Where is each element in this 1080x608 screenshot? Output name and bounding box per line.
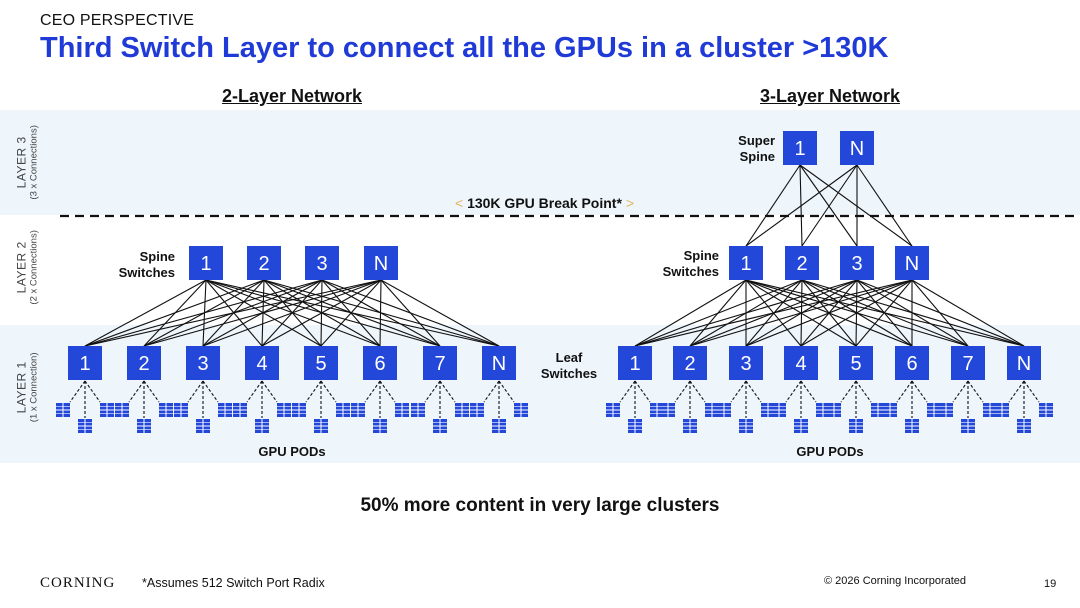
three-layer-gpu-pod-2 (661, 380, 719, 433)
two-layer-spine-1: 1 (189, 246, 223, 280)
three-layer-gpu-pod-8 (995, 380, 1053, 433)
three-layer-leaf-4: 4 (784, 346, 818, 380)
svg-text:1: 1 (794, 138, 805, 160)
svg-text:3: 3 (316, 253, 327, 275)
two-layer-leaf-1: 1 (68, 346, 102, 380)
two-layer-gpu-pod-3 (174, 380, 232, 433)
three-layer-leaf-1: 1 (618, 346, 652, 380)
svg-text:6: 6 (906, 353, 917, 375)
svg-text:1: 1 (200, 253, 211, 275)
summary-text: 50% more content in very large clusters (360, 495, 720, 516)
connection-lines (60, 164, 1080, 347)
svg-text:1: 1 (79, 353, 90, 375)
two-layer-leaf-2: 2 (127, 346, 161, 380)
three-layer-pods-label: GPU PODs (796, 444, 863, 459)
two-layer-leaf-5: 5 (304, 346, 338, 380)
three-layer-spine-2: 2 (785, 246, 819, 280)
svg-text:N: N (374, 253, 388, 275)
svg-text:4: 4 (256, 353, 267, 375)
three-layer-leaf-3: 3 (729, 346, 763, 380)
slide-title: Third Switch Layer to connect all the GP… (40, 32, 889, 64)
two-layer-title: 2-Layer Network (221, 86, 363, 106)
two-layer-spine-4: N (364, 246, 398, 280)
corning-logo: CORNING (40, 575, 116, 591)
svg-text:1: 1 (740, 253, 751, 275)
three-layer-gpu-pod-6 (883, 380, 941, 433)
layer3-band (0, 110, 1080, 215)
svg-text:2: 2 (138, 353, 149, 375)
page-number: 19 (1044, 578, 1057, 590)
three-layer-title: 3-Layer Network (759, 86, 901, 106)
svg-text:5: 5 (315, 353, 326, 375)
three-layer-spine-1: 1 (729, 246, 763, 280)
two-layer-gpu-pod-8 (470, 380, 528, 433)
three-layer-gpu-pod-7 (939, 380, 997, 433)
two-layer-gpu-pod-5 (292, 380, 350, 433)
footnote: *Assumes 512 Switch Port Radix (142, 576, 325, 590)
two-layer-leaf-7: 7 (423, 346, 457, 380)
svg-text:N: N (1017, 353, 1031, 375)
three-layer-gpu-pod-1 (606, 380, 664, 433)
svg-text:5: 5 (850, 353, 861, 375)
svg-text:N: N (492, 353, 506, 375)
svg-text:4: 4 (795, 353, 806, 375)
svg-text:2: 2 (684, 353, 695, 375)
svg-text:3: 3 (197, 353, 208, 375)
svg-text:7: 7 (434, 353, 445, 375)
two-layer-leaf-3: 3 (186, 346, 220, 380)
three-layer-leaf-8: N (1007, 346, 1041, 380)
three-layer-leaf-5: 5 (839, 346, 873, 380)
two-layer-leaf-8: N (482, 346, 516, 380)
two-layer-leaf-6: 6 (363, 346, 397, 380)
svg-text:2: 2 (258, 253, 269, 275)
three-layer-leaf-7: 7 (951, 346, 985, 380)
svg-text:6: 6 (374, 353, 385, 375)
two-layer-gpu-pod-1 (56, 380, 114, 433)
three-layer-leaf-2: 2 (673, 346, 707, 380)
svg-text:3: 3 (851, 253, 862, 275)
two-layer-spine-3: 3 (305, 246, 339, 280)
svg-text:N: N (905, 253, 919, 275)
svg-text:1: 1 (629, 353, 640, 375)
two-layer-spine-2: 2 (247, 246, 281, 280)
svg-text:3: 3 (740, 353, 751, 375)
super-spine-2: N (840, 131, 874, 165)
two-layer-leaf-4: 4 (245, 346, 279, 380)
three-layer-spine-3: 3 (840, 246, 874, 280)
two-layer-gpu-pod-4 (233, 380, 291, 433)
two-layer-gpu-pod-6 (351, 380, 409, 433)
kicker: CEO PERSPECTIVE (40, 12, 195, 29)
super-spine-1: 1 (783, 131, 817, 165)
three-layer-gpu-pod-4 (772, 380, 830, 433)
three-layer-leaf-6: 6 (895, 346, 929, 380)
gpu-pods (56, 380, 1053, 433)
two-layer-pods-label: GPU PODs (258, 444, 325, 459)
svg-text:N: N (850, 138, 864, 160)
two-layer-gpu-pod-7 (411, 380, 469, 433)
three-layer-spine-4: N (895, 246, 929, 280)
svg-text:7: 7 (962, 353, 973, 375)
svg-text:2: 2 (796, 253, 807, 275)
two-layer-gpu-pod-2 (115, 380, 173, 433)
copyright: © 2026 Corning Incorporated (824, 575, 967, 587)
three-layer-gpu-pod-3 (717, 380, 775, 433)
three-layer-gpu-pod-5 (827, 380, 885, 433)
break-point-label: < 130K GPU Break Point* > (455, 195, 634, 211)
